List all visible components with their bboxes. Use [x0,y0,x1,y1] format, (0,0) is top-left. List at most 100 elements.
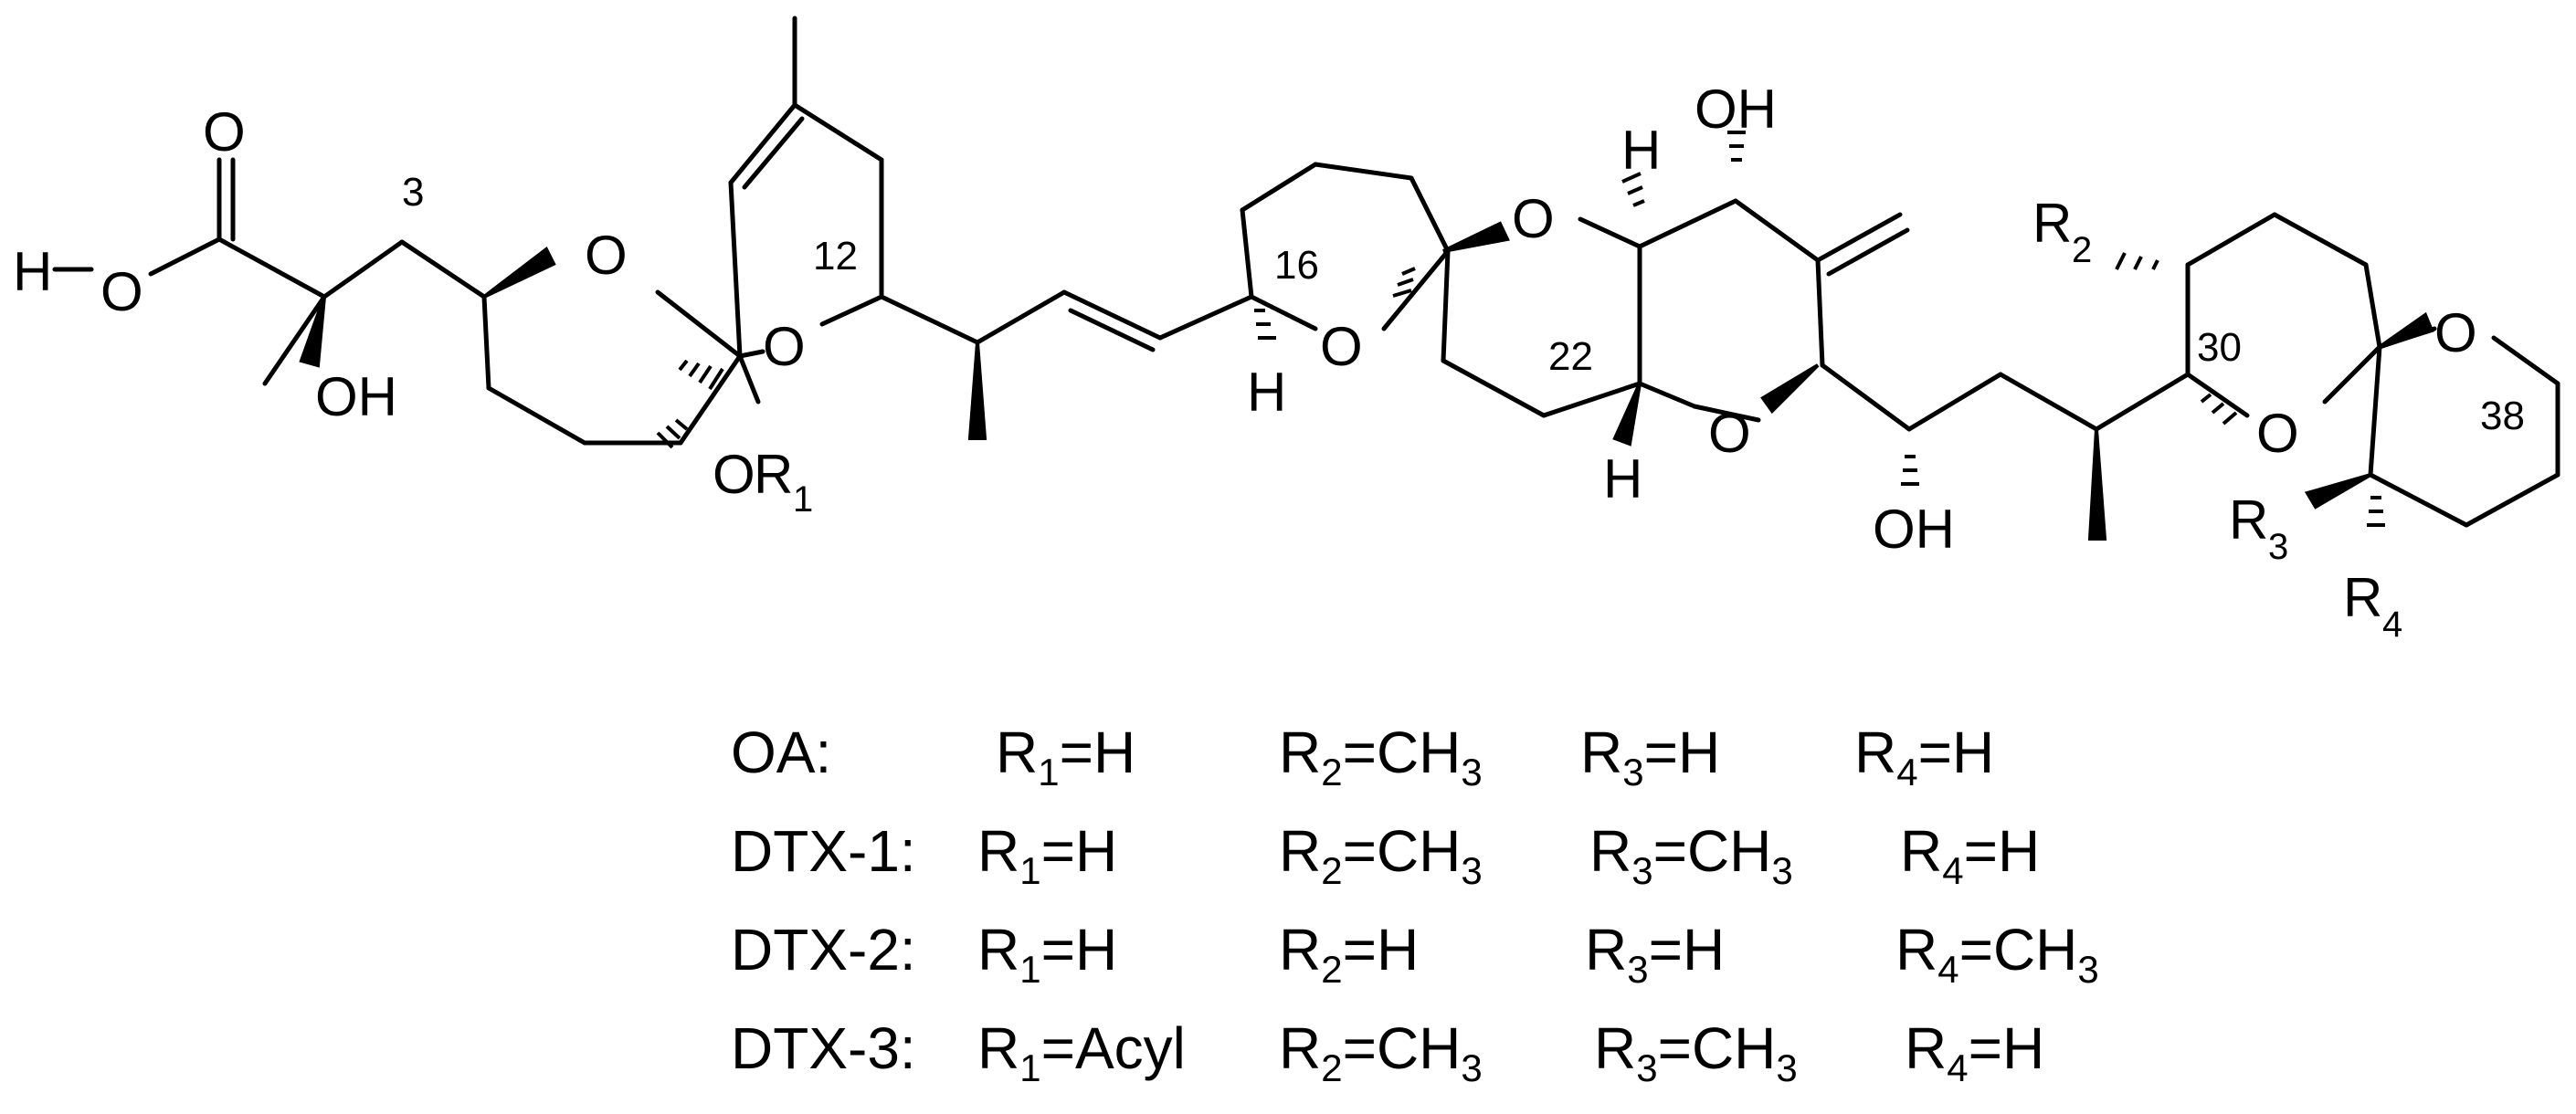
bond-ring-b-3 [792,102,884,163]
r2-assignment: R2=CH3 [1279,1015,1483,1089]
r2-assignment: R2=H [1279,917,1420,991]
atom-acid-o: O [100,261,143,322]
bond-ring-c-4 [1409,175,1451,254]
r4-assignment: R4=CH3 [1895,917,2099,991]
hash-c22-h [1621,172,1645,207]
atom-ring-d-o: O [1512,188,1555,249]
bond-c16 [1157,294,1254,341]
bonds [52,16,2560,528]
bond-c10-o [737,353,761,405]
atom-oh-mid: OH [1873,499,1955,560]
bond-ring-f-2 [2185,212,2277,268]
hash-r2 [2115,252,2159,270]
wedge-c26-o [1760,363,1820,415]
carbon-number-22: 22 [1548,334,1593,379]
bond-ring-d-3 [1541,381,1642,418]
bond-ring-e-4 [1692,404,1761,423]
bond-ring-c-6 [1249,294,1318,331]
r3-assignment: R3=H [1585,917,1726,991]
bond-ring-b-1 [728,180,743,359]
bond-ring-f-6 [2185,372,2250,418]
bond-c27 [1820,363,1912,432]
wedge-c14-methyl [967,342,987,440]
bond-ring-e-5 [1637,381,1697,409]
bond-ring-c-5 [1381,248,1451,331]
hash-c20 [1392,267,1416,298]
hash-c30-o [2200,393,2238,426]
bond-ring-e-3 [1815,257,1825,368]
atom-ring-e-o: O [1708,403,1751,464]
wedge-c31-methyl [2087,428,2107,541]
bond-ring-b-2 [728,102,797,185]
bond-ring-g-2 [2491,335,2560,386]
bond-ring-a-5 [655,289,743,359]
bond-ring-d-1 [1441,248,1451,363]
wedge-c23-h [1612,383,1642,447]
compound-name: DTX-2: [731,917,916,983]
okadaic-acid-structure: H O O OH O O O R 1 O H O H OH O H OH R 2… [13,16,2560,645]
r3-assignment: R3=H [1580,720,1721,793]
atom-r4: R [2343,567,2382,628]
bond-c28 [1906,372,2003,432]
atom-r4-sub: 4 [2382,604,2402,645]
hash-c16-h [1254,309,1276,340]
compound-name: DTX-3: [731,1015,916,1081]
bond-exo-methylene-double [1826,227,1910,277]
compound-name: OA: [731,720,832,785]
hash-r4 [2367,496,2385,527]
atom-r2-sub: 2 [2072,230,2092,270]
bond-c30 [2094,372,2191,432]
bond-c29 [1998,372,2099,432]
wedge-ring-g-o [2378,311,2434,349]
atom-ring-b-o: O [763,316,806,377]
wedge-c2-oh [299,296,326,368]
carbon-number-3: 3 [402,170,424,215]
carbon-number-30: 30 [2197,325,2242,370]
carbon-number-16: 16 [1274,243,1319,288]
bond-ring-g-5 [2368,472,2469,528]
stereo-bonds [299,221,2434,541]
bond-ring-b-2-double [742,116,805,190]
atom-h-bottom: H [1603,448,1642,510]
r2-assignment: R2=CH3 [1279,818,1483,892]
bond-c3-c4 [399,239,487,300]
atom-or1-sub: 1 [793,479,813,520]
r1-assignment: R1=H [977,818,1118,892]
bond-ring-a-4 [678,353,743,446]
bond-c1-c2 [216,236,327,300]
atom-labels: H O O OH O O O R 1 O H O H OH O H OH R 2… [13,79,2477,645]
bond-ring-f-4 [2363,262,2382,350]
bond-c2-methyl [262,294,327,386]
wedge-r3 [2304,473,2372,510]
atom-r3-sub: 3 [2268,527,2288,567]
r1-assignment: R1=Acyl [977,1015,1186,1089]
atom-h16: H [1247,362,1286,423]
bond-ring-a-2 [486,385,587,446]
bond-ring-c-3 [1313,162,1414,181]
bond-c14-c15 [975,289,1067,345]
carbon-numbers: 3 12 16 22 30 38 [402,170,2525,438]
hash-c27-oh [1901,455,1919,486]
r4-assignment: R4=H [1905,1015,2045,1089]
bond-ring-e-2 [1733,198,1821,263]
atom-c2-oh: OH [315,366,397,427]
carbon-number-12: 12 [813,234,858,278]
atom-oh-top: OH [1694,79,1777,140]
bond-o-c1 [148,236,222,277]
bond-ring-c-1 [1240,207,1254,300]
atom-ring-c-o: O [1320,316,1363,377]
bond-ring-g-6 [2368,344,2382,478]
r3-assignment: R3=CH3 [1589,818,1793,892]
r1-assignment: R1=H [977,917,1118,991]
bond-c2-c3 [322,239,405,300]
atom-r3: R [2229,489,2268,551]
hash-c11-or1 [656,418,689,449]
wedge-c19-o [1442,221,1510,253]
bond-alkene-double [1068,308,1156,352]
compound-name: DTX-1: [731,818,916,884]
atom-acid-h: H [13,241,52,302]
atom-h-top: H [1621,120,1661,181]
bond-ring-d-2 [1441,358,1547,418]
atom-carbonyl-o: O [203,101,246,163]
r4-assignment: R4=H [1854,720,1995,793]
